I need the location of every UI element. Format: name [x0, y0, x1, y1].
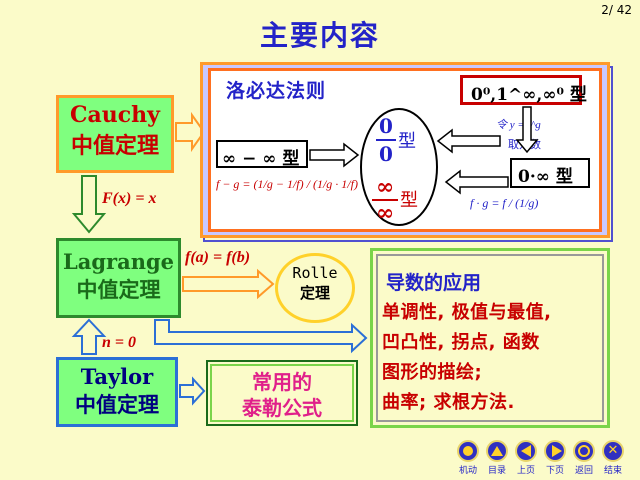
rolle-name: Rolle	[292, 264, 338, 282]
slide-navigation: 机动 目录 上页 下页 返回 ✕ 结束	[457, 440, 633, 476]
nav-label-prev: 上页	[516, 466, 535, 476]
label-fa-eq-fb: f(a) = f(b)	[185, 249, 251, 266]
rolle-subtitle: 定理	[299, 284, 330, 302]
applications-line-3: 图形的描绘;	[382, 362, 483, 383]
common-taylor-line1: 常用的	[252, 370, 312, 394]
indeterminate-power-text: 0⁰,1^∞,∞⁰ 型	[471, 85, 587, 105]
nav-label-next: 下页	[545, 466, 564, 476]
cauchy-to-lhopital-arrow	[175, 111, 206, 153]
indeterminate-power-box: 0⁰,1^∞,∞⁰ 型	[460, 75, 587, 105]
applications-line-2: 凹凸性, 拐点, 函数	[382, 332, 540, 353]
applications-title: 导数的应用	[386, 272, 482, 294]
inf-over-inf-form: ∞∞	[372, 176, 398, 224]
next-icon[interactable]	[544, 440, 566, 462]
return-icon[interactable]	[573, 440, 595, 462]
lagrange-to-rolle-arrow	[182, 268, 275, 300]
label-n-eq-0: n = 0	[102, 334, 137, 351]
inf-minus-inf-box: ∞ − ∞ 型	[216, 140, 308, 169]
menu-icon[interactable]	[486, 440, 508, 462]
lagrange-subtitle: 中值定理	[76, 278, 161, 302]
prev-icon[interactable]	[515, 440, 537, 462]
taylor-name: Taylor	[80, 364, 154, 389]
cauchy-theorem-box[interactable]: Cauchy 中值定理	[56, 95, 174, 173]
nav-label-home: 机动	[458, 466, 477, 476]
formula-f-minus-g: f − g = (1/g − 1/f) / (1/g · 1/f)	[216, 177, 358, 191]
inf-over-inf-type: 型	[400, 190, 418, 211]
rolle-theorem-circle[interactable]: Rolle 定理	[275, 253, 355, 323]
cauchy-subtitle: 中值定理	[70, 134, 159, 159]
taylor-to-common-arrow	[179, 376, 206, 406]
taylor-subtitle: 中值定理	[75, 393, 159, 417]
nav-label-close: 结束	[603, 466, 622, 476]
common-taylor-box[interactable]: 常用的 泰勒公式	[210, 364, 354, 422]
home-icon[interactable]	[457, 440, 479, 462]
applications-line-1: 单调性, 极值与最值,	[382, 302, 552, 323]
page-title: 主要内容	[259, 19, 380, 52]
taylor-to-lagrange-arrow	[71, 318, 107, 355]
nav-label-return: 返回	[574, 466, 593, 476]
nav-label-menu: 目录	[487, 466, 506, 476]
lagrange-name: Lagrange	[62, 249, 175, 274]
label-fx-eq-x: F(x) = x	[102, 190, 157, 207]
lagrange-to-applications-arrow	[154, 319, 368, 354]
formula-f-times-g: f · g = f / (1/g)	[470, 196, 539, 210]
lagrange-theorem-box[interactable]: Lagrange 中值定理	[56, 238, 181, 318]
zero-times-inf-box: 0·∞ 型	[510, 158, 590, 188]
page-number: 2/ 42	[601, 3, 632, 17]
zero-times-inf-text: 0·∞ 型	[518, 167, 573, 187]
applications-box	[376, 254, 604, 422]
lagrange-to-cauchy-arrow	[71, 175, 107, 234]
lhopital-title: 洛必达法则	[226, 80, 327, 102]
zero-over-zero-type: 型	[398, 131, 416, 152]
common-taylor-line2: 泰勒公式	[242, 396, 322, 420]
inf-minus-inf-text: ∞ − ∞ 型	[222, 149, 300, 169]
taylor-theorem-box[interactable]: Taylor 中值定理	[56, 357, 178, 427]
applications-line-4: 曲率; 求根方法.	[382, 392, 515, 413]
fraction-forms-ellipse	[360, 108, 438, 226]
close-icon[interactable]: ✕	[602, 440, 624, 462]
cauchy-name: Cauchy	[70, 102, 160, 128]
